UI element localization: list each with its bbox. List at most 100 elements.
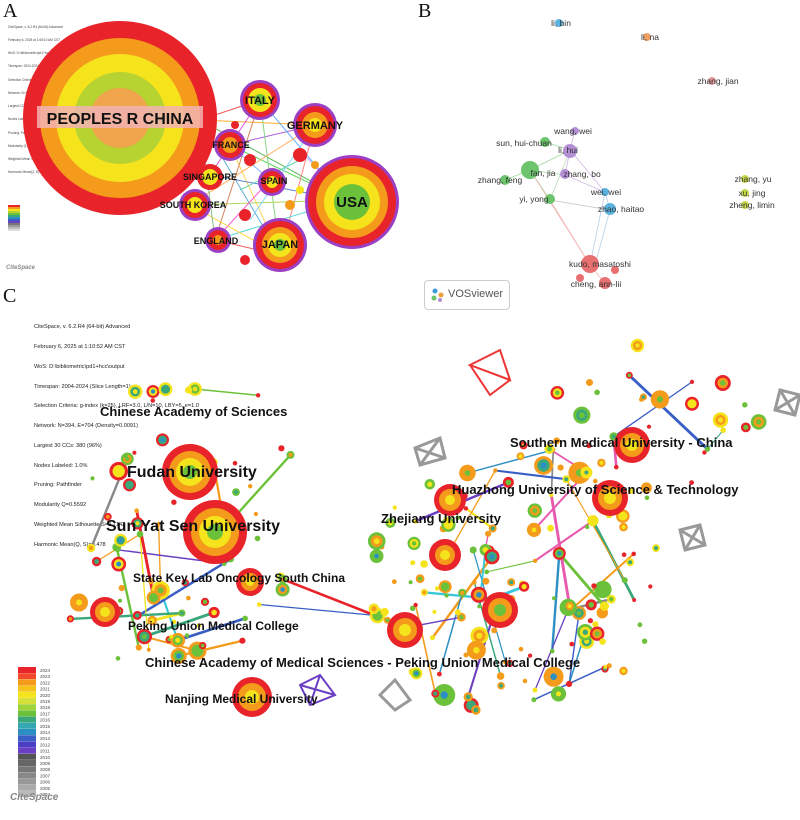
institution-link <box>628 374 709 451</box>
institution-node <box>590 517 596 524</box>
institution-node <box>132 450 137 455</box>
institution-node <box>156 521 161 526</box>
meta-line: February 6, 2025 at 1:08:10 AM CST <box>8 38 61 43</box>
institution-node <box>704 446 711 452</box>
country-labels: PEOPLES R CHINA ITALY GERMANY FRANCE SIN… <box>37 95 368 251</box>
institution-node <box>547 524 554 532</box>
label-cams-pumc: Chinese Academy of Medical Sciences - Pe… <box>145 655 580 670</box>
institution-node <box>280 577 285 582</box>
institution-node <box>194 647 201 654</box>
institution-node <box>202 599 208 604</box>
hub-huazhong <box>592 480 628 516</box>
node-england <box>205 227 231 253</box>
institution-node <box>587 380 592 385</box>
label-li-hui: li, hui <box>558 145 578 155</box>
institution-link <box>177 617 246 642</box>
label-wang-wei: wang, wei <box>553 126 592 136</box>
institution-node <box>477 604 482 609</box>
panel-a-citespace-logo: CiteSpace <box>6 265 36 271</box>
institution-node <box>118 538 123 543</box>
institution-node <box>463 506 469 511</box>
institution-node <box>410 560 416 566</box>
institution-node <box>635 343 640 348</box>
label-cheng-ann-lii: cheng, ann-lii <box>571 279 622 289</box>
legend-year: 2019 <box>40 699 51 704</box>
label-usa: USA <box>336 194 368 211</box>
legend-swatch <box>18 704 36 711</box>
institution-node <box>476 592 482 598</box>
legend-swatch <box>18 784 36 791</box>
institution-node <box>116 561 122 567</box>
institution-node <box>611 434 616 439</box>
institution-node <box>417 576 423 581</box>
legend-year: 2021 <box>40 687 51 692</box>
legend-swatch <box>18 729 36 735</box>
institution-node <box>498 674 503 678</box>
institution-node <box>473 707 479 713</box>
legend-swatch <box>18 778 36 785</box>
institution-node <box>540 462 547 469</box>
legend-year: 2015 <box>40 724 51 729</box>
institution-node <box>255 393 261 398</box>
institution-node <box>117 598 123 603</box>
label-england: ENGLAND <box>194 236 239 246</box>
institution-node <box>578 412 585 419</box>
institution-node <box>391 579 397 585</box>
label-italy: ITALY <box>245 95 276 107</box>
label-wei-wei: wei, wei <box>590 187 621 197</box>
label-zhang-bo: zhang, bo <box>563 169 601 179</box>
author-network: li, bin li, na zhang, jian wang, wei sun… <box>478 18 775 289</box>
hub-sun-yat-sen <box>183 500 247 564</box>
label-fudan-university: Fudan University <box>127 464 257 481</box>
institution-node <box>465 694 471 700</box>
institution-node <box>689 401 695 407</box>
institution-node <box>459 615 464 620</box>
label-xu-jing: xu, jing <box>739 188 766 198</box>
institution-node <box>409 605 416 611</box>
legend-swatch <box>18 747 36 754</box>
institution-node <box>614 464 619 470</box>
institution-node <box>234 490 238 494</box>
institution-link <box>194 388 259 397</box>
label-zheng-limin: zheng, limin <box>729 200 775 210</box>
meta-line: Selection Criteria: g-index (k=25), LRF=… <box>34 403 199 410</box>
institution-link <box>465 507 494 530</box>
legend-year: 2007 <box>40 773 51 778</box>
institution-node <box>720 380 726 386</box>
institution-node <box>239 637 246 644</box>
purple-cluster <box>298 673 337 707</box>
institution-node <box>491 627 498 634</box>
institution-node <box>196 623 202 628</box>
hub-nanjing <box>232 677 272 717</box>
institution-node <box>171 499 177 505</box>
legend-year: 2020 <box>40 693 51 698</box>
label-yi-yong: yi, yong <box>519 194 549 204</box>
institution-node <box>94 559 99 564</box>
institution-node <box>549 492 554 498</box>
label-state-key-lab: State Key Lab Oncology South China <box>133 571 345 585</box>
institution-link <box>144 635 198 652</box>
institution-node <box>422 590 427 595</box>
legend-year: 2013 <box>40 736 51 741</box>
institution-node <box>476 632 483 639</box>
label-sun-yat-sen-university: Sun Yat Sen University <box>106 518 280 535</box>
institution-node <box>135 613 140 618</box>
panel-a-label: A <box>3 0 18 22</box>
institution-node <box>430 635 435 641</box>
institution-link <box>438 592 464 675</box>
institution-node <box>602 603 607 609</box>
institution-node <box>582 629 588 635</box>
institution-node <box>600 586 606 593</box>
label-fan-jia: fan, jia <box>530 168 555 178</box>
institution-node <box>123 454 128 459</box>
institution-node <box>720 427 726 433</box>
institution-node <box>550 673 557 680</box>
institution-node <box>588 602 594 608</box>
legend-year: 2008 <box>40 767 51 772</box>
meta-line: WoS: D:\bibliometric\pd1+hcc\output <box>34 363 125 370</box>
institution-node <box>632 598 637 602</box>
country-network: PEOPLES R CHINA ITALY GERMANY FRANCE SIN… <box>8 21 399 272</box>
institution-node <box>756 419 762 425</box>
institution-node <box>576 610 582 616</box>
institution-node <box>489 554 495 560</box>
